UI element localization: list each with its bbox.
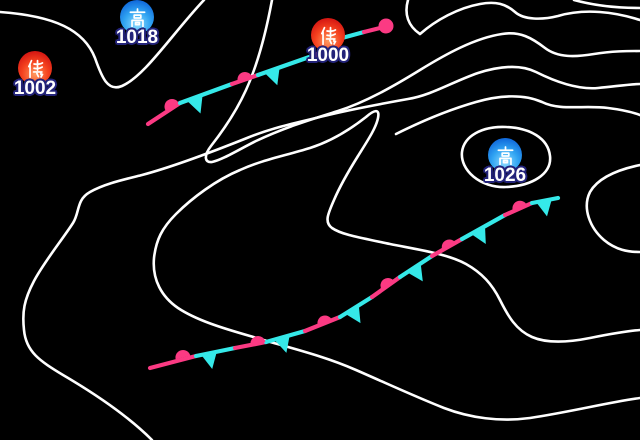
cold-front-segment: [529, 195, 561, 206]
warm-semicircle-icon: [164, 98, 179, 111]
warm-semicircle-icon: [175, 349, 191, 360]
cold-triangle-icon: [471, 226, 486, 244]
high-kanji-icon: [129, 7, 145, 27]
warm-front-segment: [147, 353, 199, 371]
high-pressure-circle: 高: [120, 0, 154, 34]
warm-front-segment: [502, 200, 535, 218]
cold-triangle-icon: [187, 95, 203, 114]
cold-triangle-icon: [201, 351, 217, 369]
cold-triangle-icon: [407, 263, 423, 282]
low-kanji-icon: [27, 59, 43, 78]
cold-front-segment: [397, 253, 435, 280]
warm-semicircle-icon: [380, 277, 395, 290]
high-kanji-icon: [497, 145, 513, 165]
low-1000: 低1000: [307, 18, 349, 66]
pressure-value: 1026: [483, 165, 527, 186]
warm-semicircle-icon: [250, 335, 266, 345]
cold-triangle-icon: [345, 305, 361, 324]
pressure-value: 1002: [13, 78, 57, 99]
cold-triangle-icon: [274, 335, 290, 353]
warm-semicircle-icon: [512, 200, 527, 212]
pressure-value: 1018: [115, 27, 159, 48]
isobar-line-3: [152, 109, 640, 421]
warm-semicircle-icon: [237, 71, 253, 82]
front-end-dot: [378, 18, 394, 34]
pressure-value: 1000: [306, 45, 350, 66]
cold-triangle-icon: [536, 199, 552, 217]
warm-front-segment: [302, 314, 343, 334]
isobar-line-4: [460, 125, 552, 189]
warm-semicircle-icon: [441, 239, 456, 251]
isobar-line-6: [405, 0, 640, 36]
isobar-line-5: [585, 163, 640, 254]
isobar-line-2: [22, 65, 640, 440]
cold-front-segment: [339, 29, 367, 41]
isobar-line-0: [0, 0, 206, 89]
warm-front-segment: [145, 100, 183, 127]
low-1002: 低1002: [14, 51, 56, 99]
isobar-line-8: [572, 0, 640, 10]
low-kanji-icon: [320, 26, 336, 45]
low-pressure-circle: 低: [311, 18, 345, 52]
front-north: [145, 18, 394, 127]
high-pressure-circle: 高: [488, 138, 522, 172]
high-1026: 高1026: [484, 138, 526, 186]
high-1018: 高1018: [116, 0, 158, 48]
isobar-line-1: [204, 0, 640, 164]
cold-triangle-icon: [264, 67, 280, 86]
warm-semicircle-icon: [317, 315, 332, 326]
isobar-line-7: [394, 95, 640, 136]
front-south: [147, 195, 561, 371]
cold-front-segment: [177, 81, 235, 106]
warm-front-segment: [369, 274, 403, 300]
warm-front-segment: [232, 339, 269, 351]
low-pressure-circle: 低: [18, 51, 52, 85]
